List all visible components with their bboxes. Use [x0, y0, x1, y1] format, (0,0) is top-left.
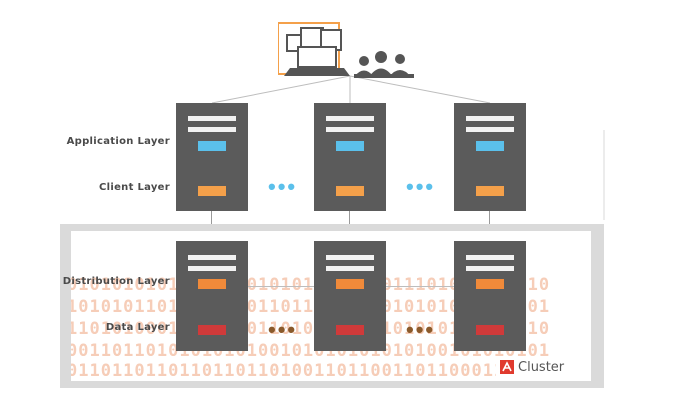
distribution-light — [198, 279, 226, 289]
connector-2 — [349, 211, 350, 224]
cluster-logo-icon — [500, 360, 514, 374]
client-layer-label: Client Layer — [98, 182, 170, 193]
ellipsis-bottom-2: ••• — [406, 317, 436, 342]
group-of-users-icon — [354, 51, 414, 78]
ellipsis-top-1: ••• — [268, 174, 298, 199]
cluster-brand-name: Cluster — [518, 359, 565, 375]
bottom-server-1 — [176, 241, 248, 351]
cluster-brand: Cluster — [496, 358, 569, 376]
laptop-with-windows-icon — [277, 22, 414, 78]
binary-row-5: 0110110110110110110100110110011011000110… — [71, 361, 551, 381]
distribution-layer-label: Distribution Layer — [62, 276, 170, 287]
client-light — [336, 186, 364, 196]
top-server-3 — [454, 103, 526, 211]
bottom-server-3 — [454, 241, 526, 351]
application-light — [198, 141, 226, 151]
client-light — [476, 186, 504, 196]
application-light — [336, 141, 364, 151]
data-light — [476, 325, 504, 335]
distribution-light — [476, 279, 504, 289]
client-light — [198, 186, 226, 196]
client-icon-group — [277, 22, 428, 82]
application-light — [476, 141, 504, 151]
top-server-2 — [314, 103, 386, 211]
data-light — [336, 325, 364, 335]
connector-3 — [489, 211, 490, 224]
distribution-light — [336, 279, 364, 289]
ellipsis-top-2: ••• — [406, 174, 436, 199]
connector-1 — [211, 211, 212, 224]
ellipsis-bottom-1: ••• — [268, 317, 298, 342]
application-layer-label: Application Layer — [66, 136, 170, 147]
bottom-server-2 — [314, 241, 386, 351]
top-server-1 — [176, 103, 248, 211]
data-layer-label: Data Layer — [105, 322, 170, 333]
data-light — [198, 325, 226, 335]
